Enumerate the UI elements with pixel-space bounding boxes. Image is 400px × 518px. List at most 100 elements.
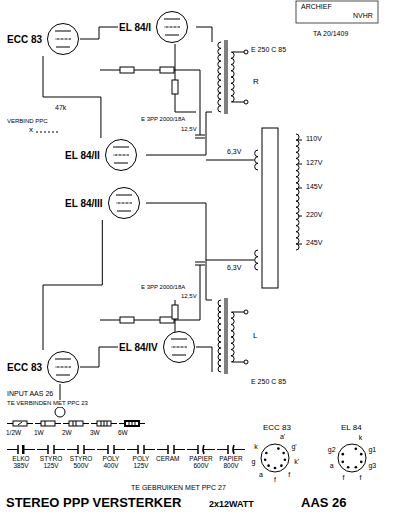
pin-dot (280, 464, 283, 467)
transformer-core (225, 298, 227, 374)
pin-label: a (259, 471, 263, 479)
capacitor-symbol (96, 444, 126, 455)
wire-connector (43, 56, 101, 138)
coil-winding (218, 42, 221, 112)
wire-connector (80, 347, 118, 367)
capacitor-symbol (66, 444, 96, 455)
resistor-symbol (172, 80, 178, 94)
tube-symbol (46, 22, 80, 56)
legend-text: POLY 400V (96, 455, 126, 469)
wire (196, 27, 212, 42)
speaker-terminal (244, 360, 248, 364)
pin-label: k (254, 443, 258, 451)
pin-dot (274, 467, 277, 470)
coil-winding (255, 150, 258, 170)
transformer-core (262, 128, 278, 288)
pin-label: f (274, 476, 276, 484)
speaker-terminal (244, 50, 248, 54)
pin-label: f (343, 474, 345, 482)
tube-symbol (162, 330, 196, 364)
legend-item: 1/2W (6, 418, 34, 429)
tube-node: EL 84/I (118, 10, 189, 44)
tube-label: ECC 83 (6, 362, 43, 373)
schematic-label: NVHR (352, 12, 374, 20)
speaker-terminal (244, 100, 248, 104)
capacitor-symbol (6, 444, 36, 455)
schematic-label: VERBIND PPC (6, 118, 49, 125)
schematic-label: INPUT AAS 26 (6, 390, 54, 398)
tube-label: EL 84/I (118, 22, 152, 33)
tube-symbol (46, 350, 80, 384)
pin-label: f (288, 471, 290, 479)
tube-label: EL 84/IV (118, 342, 159, 353)
pin-label: g (251, 458, 255, 466)
legend-text: 1W (34, 429, 44, 436)
schematic-label: E 3PP 2000/18A (140, 116, 186, 123)
wire (100, 70, 200, 71)
schematic-label: EL 84 (340, 424, 363, 433)
capacitor-symbol (195, 262, 205, 320)
coil-winding (296, 134, 299, 250)
legend-text: STYRO 500V (66, 455, 96, 469)
capacitor-symbol (126, 444, 156, 455)
legend-item: POLY 125V (126, 444, 156, 455)
input-jack (55, 407, 65, 417)
wire (196, 347, 212, 372)
tube-node: EL 84/II (64, 138, 138, 172)
resistor-symbol (118, 418, 146, 429)
resistor-symbol (160, 67, 174, 73)
legend-text: STYRO 125V (36, 455, 66, 469)
coil-winding (231, 312, 234, 362)
wire-connector (43, 220, 102, 350)
schematic-label: L (252, 332, 258, 341)
speaker-terminal (244, 310, 248, 314)
capacitor-symbol (36, 444, 66, 455)
transformer-core (225, 40, 227, 114)
legend-text: 2W (62, 429, 72, 436)
schematic-label: TE VERBINDEN MET PPC 23 (6, 400, 89, 407)
coil-winding (218, 300, 221, 372)
tube-symbol (107, 186, 141, 220)
resistor-symbol (62, 418, 90, 429)
wire (100, 320, 200, 321)
pin-dot (282, 452, 285, 455)
resistor-symbol (120, 67, 134, 73)
tube-node: EL 84/III (64, 186, 141, 220)
pin-dot (265, 452, 268, 455)
pin-dot (267, 464, 270, 467)
legend-item: PAPIER 600V (186, 444, 216, 455)
pin-dot (360, 453, 363, 456)
pin-dot (355, 447, 358, 450)
link-wire (36, 132, 60, 133)
legend-text: PAPIER 800V (216, 455, 246, 469)
schematic-label: 110V (305, 135, 323, 143)
resistor-symbol (6, 418, 34, 429)
legend-item: 2W (62, 418, 90, 429)
title-note: 2x12WATT (208, 500, 255, 510)
schematic-label: 12,5V (180, 126, 198, 133)
pin-label: g3 (368, 463, 376, 471)
schematic-label: E 250 C 85 (250, 46, 287, 54)
legend-item: STYRO 500V (66, 444, 96, 455)
pin-dot (360, 461, 363, 464)
resistor-symbol (120, 317, 134, 323)
pin-dot (284, 458, 287, 461)
schematic-label: TA 20/1409 (312, 30, 349, 38)
coil-winding (231, 52, 234, 102)
heater-wire (206, 160, 246, 260)
schematic-label: 47k (54, 104, 67, 112)
tube-node: EL 84/IV (118, 330, 196, 364)
pin-diagram (338, 444, 366, 472)
legend-item: 1W (34, 418, 62, 429)
schematic-label: 127V (305, 159, 323, 167)
pin-dot (355, 466, 358, 469)
resistor-symbol (90, 418, 118, 429)
legend-text: 1/2W (6, 429, 21, 436)
legend-text: 6W (118, 429, 128, 436)
wire-connector (80, 27, 118, 39)
tube-node: ECC 83 (6, 22, 80, 56)
schematic-label: R (252, 78, 260, 87)
resistor-symbol (172, 305, 178, 319)
